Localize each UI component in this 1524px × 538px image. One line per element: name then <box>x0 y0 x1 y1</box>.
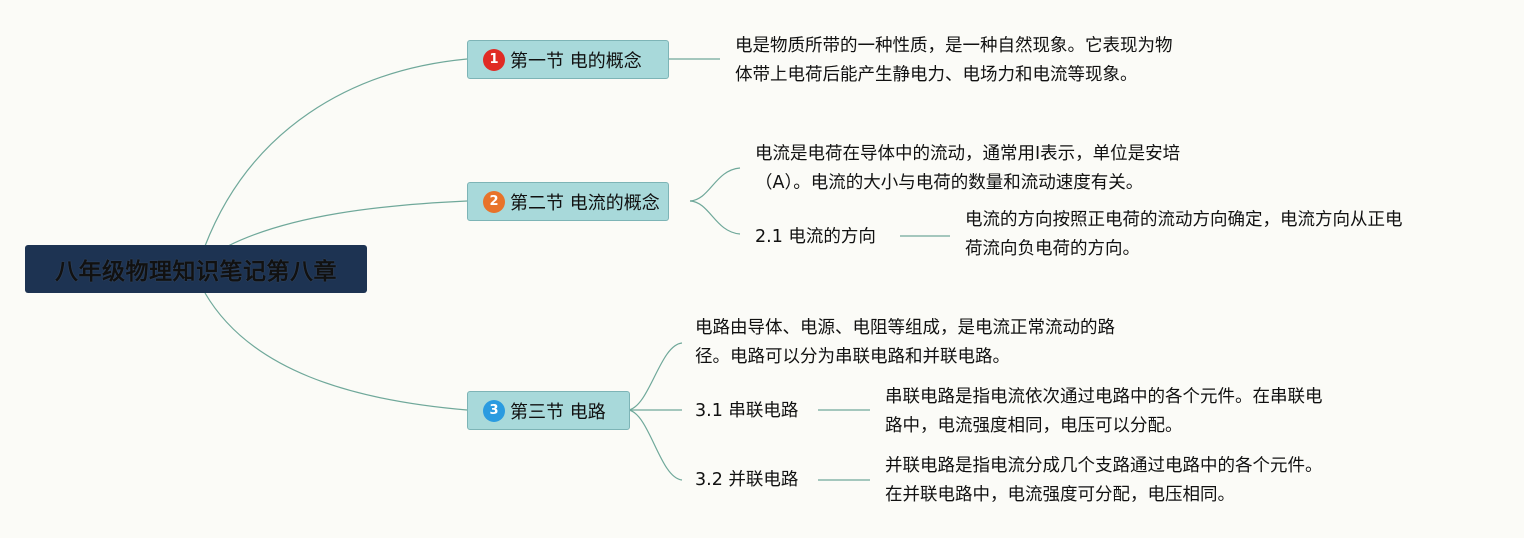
link-topic-3-sub-2 <box>628 409 683 481</box>
topic-2-note[interactable]: 电流是电荷在导体中的流动，通常用I表示，单位是安培 （A）。电流的大小与电荷的数… <box>755 140 1180 198</box>
topic-3-note[interactable]: 电路由导体、电源、电阻等组成，是电流正常流动的路 径。电路可以分为串联电路和并联… <box>695 314 1115 372</box>
subtopic-3-2-label: 3.2 并联电路 <box>695 470 799 490</box>
subtopic-2-1-note-line-1: 电流的方向按照正电荷的流动方向确定，电流方向从正电 <box>965 210 1403 230</box>
topic-2-note-line-2: （A）。电流的大小与电荷的数量和流动速度有关。 <box>755 173 1144 193</box>
subtopic-3-1-note-line-2: 路中，电流强度相同，电压可以分配。 <box>885 416 1183 436</box>
link-topic-2-sub <box>689 200 741 235</box>
subtopic-3-2-note[interactable]: 并联电路是指电流分成几个支路通过电路中的各个元件。 在并联电路中，电流强度可分配… <box>885 452 1323 510</box>
topic-2[interactable]: 2 第二节 电流的概念 <box>467 182 669 221</box>
subtopic-3-2-note-line-1: 并联电路是指电流分成几个支路通过电路中的各个元件。 <box>885 456 1323 476</box>
subtopic-3-2-note-line-2: 在并联电路中，电流强度可分配，电压相同。 <box>885 485 1235 505</box>
subtopic-3-1-label: 3.1 串联电路 <box>695 401 799 421</box>
topic-2-note-line-1: 电流是电荷在导体中的流动，通常用I表示，单位是安培 <box>755 144 1181 164</box>
number-badge-3-icon: 3 <box>483 399 505 422</box>
topic-1-note-line-2: 体带上电荷后能产生静电力、电场力和电流等现象。 <box>735 65 1138 85</box>
topic-1-label: 第一节 电的概念 <box>510 50 642 72</box>
topic-3-label: 第三节 电路 <box>510 401 606 423</box>
subtopic-2-1-note[interactable]: 电流的方向按照正电荷的流动方向确定，电流方向从正电 荷流向负电荷的方向。 <box>965 206 1403 264</box>
subtopic-3-1[interactable]: 3.1 串联电路 <box>695 399 798 423</box>
link-root-topic-2 <box>227 200 468 247</box>
topic-1-note-line-1: 电是物质所带的一种性质，是一种自然现象。它表现为物 <box>735 36 1173 56</box>
link-root-topic-1 <box>204 58 468 247</box>
number-badge-1-icon: 1 <box>483 48 505 71</box>
topic-1-note[interactable]: 电是物质所带的一种性质，是一种自然现象。它表现为物 体带上电荷后能产生静电力、电… <box>735 32 1173 90</box>
link-topic-3-note <box>628 342 683 411</box>
subtopic-2-1-label: 2.1 电流的方向 <box>755 227 876 247</box>
subtopic-2-1-note-line-2: 荷流向负电荷的方向。 <box>965 239 1140 259</box>
subtopic-3-2[interactable]: 3.2 并联电路 <box>695 468 798 492</box>
link-root-topic-3 <box>204 292 468 411</box>
link-topic-2-note <box>689 167 741 202</box>
topic-3-note-line-1: 电路由导体、电源、电阻等组成，是电流正常流动的路 <box>695 318 1115 338</box>
topic-3[interactable]: 3 第三节 电路 <box>467 391 630 430</box>
topic-1[interactable]: 1 第一节 电的概念 <box>467 40 669 79</box>
root-topic[interactable]: 八年级物理知识笔记第八章 <box>25 245 367 293</box>
subtopic-3-1-note-line-1: 串联电路是指电流依次通过电路中的各个元件。在串联电 <box>885 387 1323 407</box>
subtopic-2-1[interactable]: 2.1 电流的方向 <box>755 225 876 249</box>
subtopic-3-1-note[interactable]: 串联电路是指电流依次通过电路中的各个元件。在串联电 路中，电流强度相同，电压可以… <box>885 383 1323 441</box>
topic-3-note-line-2: 径。电路可以分为串联电路和并联电路。 <box>695 347 1010 367</box>
number-badge-2-icon: 2 <box>483 190 505 213</box>
root-topic-label: 八年级物理知识笔记第八章 <box>55 259 337 285</box>
topic-2-label: 第二节 电流的概念 <box>510 192 660 214</box>
